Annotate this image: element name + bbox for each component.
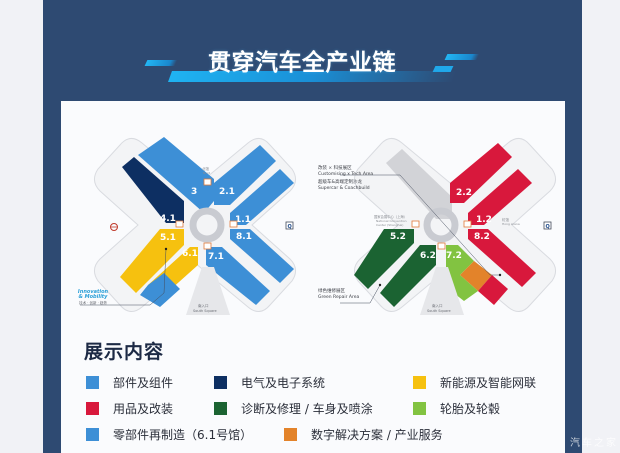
svg-text:South Square: South Square	[427, 309, 451, 313]
svg-text:Nord: Nord	[203, 171, 210, 175]
legend-swatch	[413, 402, 426, 415]
svg-text:7.2: 7.2	[446, 251, 462, 261]
hall-5-1[interactable]: 5.1	[120, 229, 184, 293]
decor-dash-left	[144, 60, 178, 66]
svg-text:Hong Arena: Hong Arena	[502, 222, 520, 226]
watermark: 汽车之家	[570, 438, 618, 449]
legend-title: 展示内容	[84, 341, 165, 363]
entrance-marker-icon	[411, 220, 472, 250]
svg-text:3: 3	[191, 187, 197, 197]
svg-text:1.1: 1.1	[235, 215, 251, 225]
legend-swatch	[284, 428, 297, 441]
svg-text:Q: Q	[546, 224, 550, 230]
parking-icon: Q	[285, 221, 294, 230]
hall-7-1[interactable]: 7.1	[206, 247, 270, 305]
svg-text:国家会展中心（上海）: 国家会展中心（上海）	[374, 214, 407, 219]
south-entrance-plaza	[420, 267, 464, 315]
hall-3[interactable]: 3	[138, 137, 214, 213]
svg-text:8.1: 8.1	[236, 232, 252, 242]
south-entrance-plaza	[186, 267, 230, 315]
legend-swatch	[214, 376, 227, 389]
svg-text:南入口: 南入口	[432, 303, 443, 308]
central-hub	[423, 207, 459, 243]
legend-swatch	[86, 376, 99, 389]
svg-text:Center (Shanghai): Center (Shanghai)	[376, 223, 403, 227]
decor-dash-right-top	[444, 54, 480, 60]
green-repair-annotation: 绿色维修展区 Green Repair Area	[318, 289, 360, 300]
hall-5-2[interactable]: 5.2	[354, 229, 414, 289]
legend-item-repair: 诊断及修理 / 车身及喷涂	[214, 400, 373, 417]
legend-swatch	[413, 376, 426, 389]
hall-8-1[interactable]: 8.1	[230, 229, 294, 283]
legend-item-parts: 部件及组件	[86, 374, 173, 391]
legend-item-remanufacturing: 零部件再制造（6.1号馆）	[86, 426, 252, 443]
hall-2-1[interactable]: 2.1	[214, 145, 276, 205]
entrance-marker-icon	[175, 178, 238, 250]
supercar-annotation: 超级车&高端定制沙龙 Supercar & Coachbuild	[318, 180, 370, 191]
svg-text:南入口: 南入口	[198, 303, 209, 308]
svg-text:4.1: 4.1	[160, 214, 176, 224]
legend-swatch	[214, 402, 227, 415]
innovation-callout: Innovation & Mobility 技术 · 创新 · 趋势	[77, 289, 109, 306]
hall-1-1[interactable]: 1.1	[230, 169, 294, 225]
svg-text:7.1: 7.1	[208, 252, 224, 262]
green-repair-callout-line	[340, 284, 381, 304]
legend-swatch	[86, 402, 99, 415]
legend-swatch	[86, 428, 99, 441]
svg-text:South Square: South Square	[193, 309, 217, 313]
legend-item-tyres: 轮胎及轮毂	[413, 400, 500, 417]
hall-7-2[interactable]: 7.2	[446, 245, 508, 305]
hall-4-1[interactable]: 4.1	[122, 157, 184, 224]
legend-item-digital: 数字解决方案 / 产业服务	[284, 426, 443, 443]
svg-text:2.1: 2.1	[219, 187, 235, 197]
customising-annotation: 改装 × 科技展区 Customising x Tech Area	[318, 166, 374, 177]
legend-item-accessories: 用品及改装	[86, 400, 173, 417]
hall-customising-tech-area[interactable]	[386, 149, 452, 219]
svg-text:虹馆: 虹馆	[502, 217, 510, 222]
svg-text:6.2: 6.2	[420, 251, 436, 261]
svg-text:2.2: 2.2	[456, 188, 472, 198]
metro-icon	[110, 223, 118, 231]
hall-1-2[interactable]: 1.2	[468, 169, 532, 225]
page-title: 贯穿汽车全产业链	[208, 50, 396, 76]
hall-2-2[interactable]: 2.2	[450, 143, 512, 203]
svg-text:8.2: 8.2	[474, 232, 490, 242]
customising-callout-line	[340, 174, 500, 276]
svg-text:5.2: 5.2	[390, 232, 406, 242]
callout-line	[80, 248, 167, 306]
hall-6-1[interactable]: 6.1	[140, 247, 198, 307]
svg-text:北馆: 北馆	[202, 166, 209, 171]
svg-text:1.2: 1.2	[476, 215, 492, 225]
svg-text:Q: Q	[288, 224, 292, 230]
hall-6-2[interactable]: 6.2	[380, 245, 436, 307]
legend-item-new-energy: 新能源及智能网联	[413, 374, 536, 391]
svg-text:5.1: 5.1	[160, 233, 176, 243]
parking-icon: Q	[543, 221, 552, 230]
floor-plan-right: 2.2 1.2 5.2 8.2 6.2 7.2	[340, 138, 556, 315]
svg-text:6.1: 6.1	[182, 249, 198, 259]
legend-item-electrical: 电气及电子系统	[214, 374, 325, 391]
central-hub	[189, 207, 225, 243]
hall-8-2[interactable]: 8.2	[468, 229, 536, 287]
svg-text:National Convention: National Convention	[376, 219, 407, 223]
floor-plan-left: 3 2.1 4.1 1.1 5.1 8.1 6.1 7.1	[80, 137, 296, 315]
